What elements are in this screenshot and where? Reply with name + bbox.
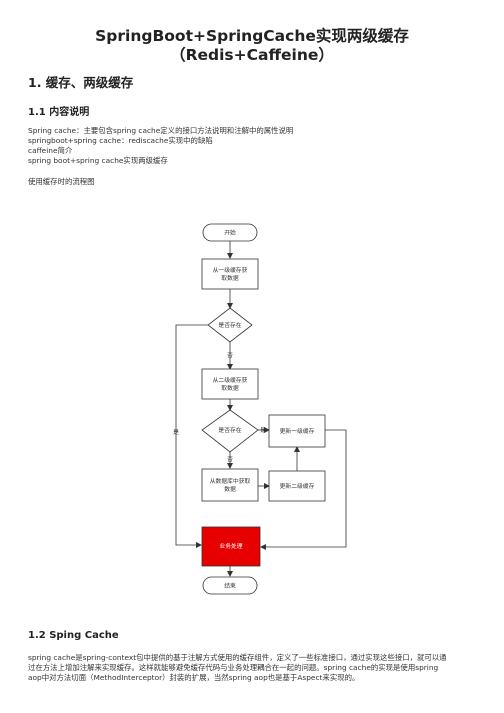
spring-cache-para-line-2: 过在方法上增加注解来实现缓存。这样就能够避免缓存代码与业务处理耦合在一起的问题。… <box>28 663 439 672</box>
flow-get-l2-node <box>201 368 259 400</box>
section-heading-caching: 1. 缓存、两级缓存 <box>28 75 134 90</box>
flow-exists2-node <box>201 409 259 453</box>
flow-start-node <box>202 223 258 242</box>
arrow-update1-to-business <box>260 429 347 550</box>
content-line-4: spring boot+spring cache实现两级缓存 <box>28 156 168 165</box>
flow-get-l1-node <box>201 258 259 290</box>
flow-start-label: 开始 <box>224 229 236 237</box>
flow-get-l1-label-1: 从一级缓存获 <box>213 266 248 274</box>
flow-yes-side-label: 是 <box>173 429 179 436</box>
flow-update-l2-node <box>268 470 326 502</box>
flow-exists1-label: 是否存在 <box>218 321 241 329</box>
flow-end-label: 结束 <box>224 582 236 590</box>
flowchart-caption: 使用缓存时的流程图 <box>28 177 95 186</box>
content-line-3: caffeine简介 <box>28 146 73 155</box>
flow-get-db-node <box>201 468 259 502</box>
flow-end-node <box>202 576 258 595</box>
flow-business-label: 业务处理 <box>219 542 242 550</box>
flow-get-l1-label-2: 取数据 <box>221 274 239 282</box>
content-line-2: springboot+spring cache：rediscache实现中的缺陷 <box>28 136 213 145</box>
flow-get-l2-label-2: 取数据 <box>221 384 239 392</box>
flow-business-node <box>201 526 261 567</box>
flow-exists1-node <box>207 307 253 343</box>
page-title-line-2: （Redis+Caffeine） <box>170 46 334 64</box>
content-line-1: Spring cache：主要包含spring cache定义的接口方法说明和注… <box>28 126 294 135</box>
flow-update-l1-label: 更新一级缓存 <box>280 427 315 435</box>
flow-no2-label: 否 <box>227 456 233 463</box>
flow-no1-label: 否 <box>227 352 233 359</box>
flow-get-l2-label-1: 从二级缓存获 <box>213 376 248 384</box>
arrow-exists1-yes-to-business <box>175 324 208 548</box>
page-title-line-1: SpringBoot+SpringCache实现两级缓存 <box>95 27 409 45</box>
spring-cache-para-line-1: spring cache是spring-context包中提供的基于注解方式使用… <box>28 653 447 662</box>
flow-exists2-label: 是否存在 <box>218 426 241 434</box>
flow-update-l1-node <box>268 414 326 448</box>
flow-update-l2-label: 更新二级缓存 <box>280 482 315 490</box>
flow-yes2-label: 是 <box>260 427 266 434</box>
spring-cache-para-line-3: aop中对方法切面（MethodInterceptor）封装的扩展，当然spri… <box>28 673 360 682</box>
subsection-heading-content: 1.1 内容说明 <box>28 107 90 118</box>
subsection-heading-spring-cache: 1.2 Sping Cache <box>28 630 119 641</box>
flow-get-db-label-1: 从数据库中获取 <box>210 477 251 485</box>
flow-get-db-label-2: 数据 <box>224 485 236 493</box>
